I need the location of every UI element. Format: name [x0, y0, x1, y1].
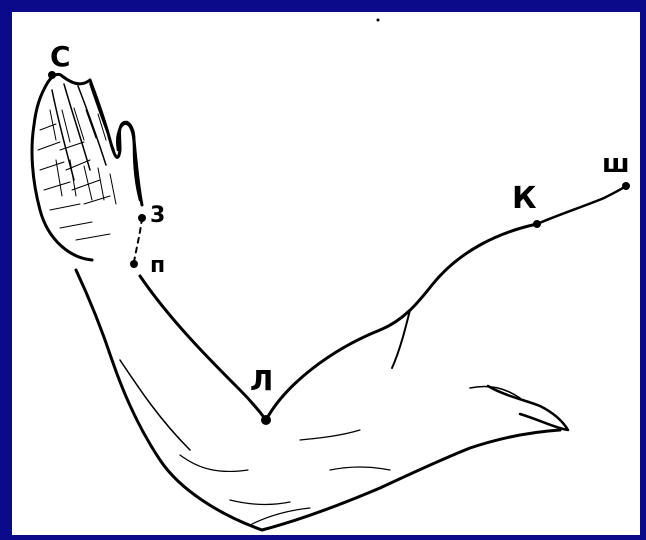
- label-p: п: [150, 253, 165, 278]
- label-k: К: [512, 181, 537, 216]
- label-l: Л: [250, 364, 273, 397]
- label-sh: ш: [602, 149, 630, 179]
- point-l: [261, 415, 271, 425]
- ink-speck: [377, 19, 380, 22]
- label-z: 3: [150, 203, 165, 228]
- point-k: [533, 220, 541, 228]
- label-c: C: [50, 40, 71, 73]
- landmark-labels: C 3 п Л К ш: [50, 40, 630, 397]
- point-z: [138, 214, 146, 222]
- point-p: [130, 260, 138, 268]
- point-sh: [622, 182, 630, 190]
- arm-diagram: C 3 п Л К ш: [12, 12, 640, 535]
- arm-drawing: [76, 186, 626, 530]
- hand-drawing: [32, 74, 142, 260]
- drawing-canvas: C 3 п Л К ш: [12, 12, 640, 535]
- landmark-points: [48, 71, 630, 425]
